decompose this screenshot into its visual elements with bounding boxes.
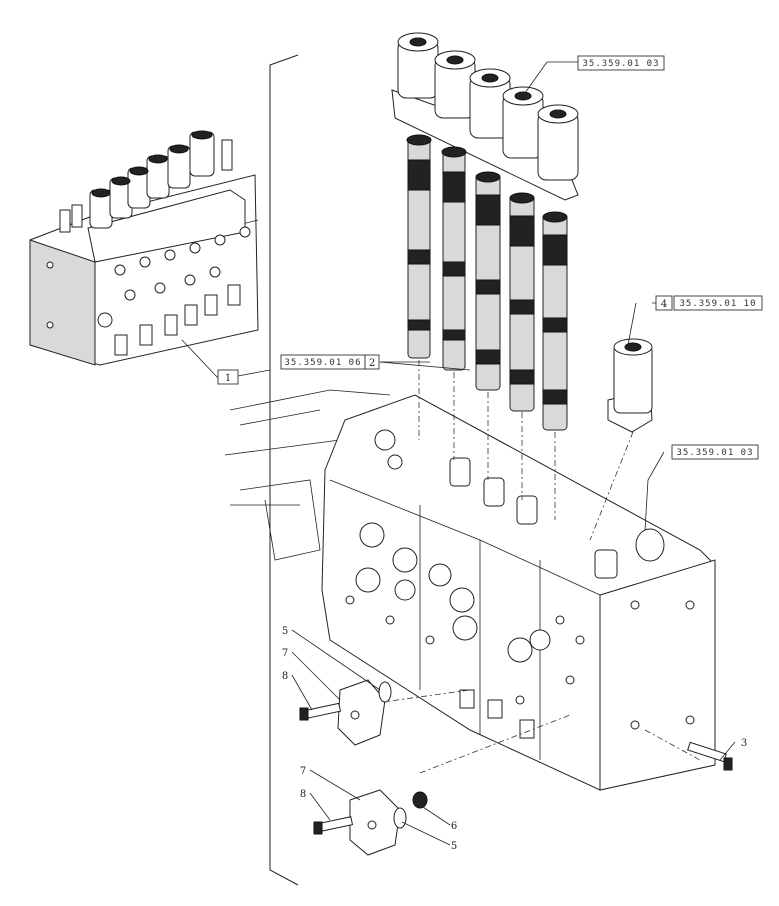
callout-7-lower: 7 <box>300 766 306 777</box>
callout-6: 6 <box>451 821 457 832</box>
assembly-lines <box>309 360 701 774</box>
ref-box-spools: 35.359.01 06 2 <box>280 354 380 370</box>
ref-box-cap: 4 35.359.01 10 <box>655 295 763 311</box>
callout-5-upper: 5 <box>282 626 288 637</box>
ref-text-solenoids: 35.359.01 03 <box>582 59 659 69</box>
solenoid-coil <box>469 68 511 139</box>
spool <box>475 171 501 391</box>
spool-group <box>406 134 568 431</box>
inset-fittings <box>114 284 241 356</box>
callout-8-lower: 8 <box>300 789 306 800</box>
solenoid-coil <box>397 32 439 99</box>
bolt-lower <box>313 816 354 835</box>
ref-text-spools: 35.359.01 06 <box>284 358 361 368</box>
bolt-right <box>687 741 733 771</box>
solenoid-cap <box>607 338 653 433</box>
callout-4: 4 <box>661 299 667 310</box>
solenoid-coil <box>434 50 476 119</box>
callout-3: 3 <box>741 738 747 749</box>
callout-2: 2 <box>369 358 375 369</box>
spool <box>406 134 432 359</box>
ghost-outlines <box>224 389 391 561</box>
bolt-upper <box>299 702 342 721</box>
assembly-bracket <box>269 54 299 886</box>
body-fittings <box>449 457 665 739</box>
ref-box-item1: 1 <box>217 369 239 385</box>
callout-7-upper: 7 <box>282 648 288 659</box>
ref-text-cap: 35.359.01 10 <box>679 299 756 309</box>
inset-solenoids <box>59 130 233 233</box>
callout-5-lower: 5 <box>451 841 457 852</box>
valve-assembly-inset <box>29 130 259 379</box>
ref-text-fitting: 35.359.01 03 <box>676 448 753 458</box>
main-valve-body <box>321 394 716 791</box>
solenoid-coil <box>502 86 544 159</box>
callout-1: 1 <box>225 373 231 384</box>
ref-box-solenoids: 35.359.01 03 <box>577 55 665 71</box>
spool <box>441 146 467 371</box>
spool <box>542 211 568 431</box>
callout-8-upper: 8 <box>282 671 288 682</box>
spool <box>509 192 535 412</box>
cover-plate-lower <box>349 789 428 856</box>
cover-plate-upper <box>337 679 392 746</box>
inset-ports <box>46 226 251 329</box>
leader-lines <box>237 61 736 846</box>
solenoid-coil <box>537 104 579 181</box>
body-ports <box>345 429 695 730</box>
ref-box-fitting: 35.359.01 03 <box>671 444 759 460</box>
